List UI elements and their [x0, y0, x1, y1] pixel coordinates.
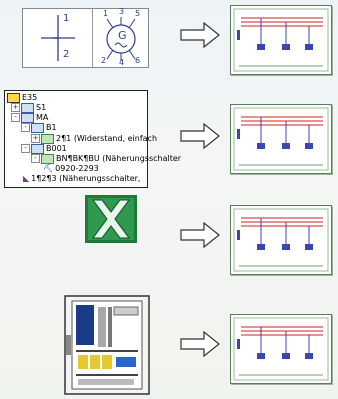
- schematic-thumbnail: [230, 205, 332, 275]
- generator-letter: G: [118, 29, 127, 42]
- component-icon: [41, 153, 54, 164]
- tree-item-label: S1: [36, 103, 47, 112]
- tree-item-label: BN¶BK¶BU (Näherungsschalter: [56, 154, 182, 163]
- collapse-icon[interactable]: -: [21, 123, 30, 132]
- collapse-icon[interactable]: -: [21, 144, 30, 153]
- switch-pin-bottom: 2: [63, 49, 70, 60]
- tree-item-label: 2¶1 (Widerstand, einfach: [56, 134, 158, 143]
- part-icon: ⛏: [43, 164, 54, 173]
- gen-pin: 1: [103, 9, 109, 18]
- tree-item[interactable]: ⛏0920-2293: [43, 163, 99, 175]
- folder-icon: [21, 112, 34, 123]
- folder-icon: [21, 102, 34, 113]
- project-tree[interactable]: E35 +S1 -MA -B1 +2¶1 (Widerstand, einfac…: [4, 90, 181, 188]
- arrow-right-icon: [180, 122, 220, 150]
- tree-item[interactable]: - B001: [21, 143, 67, 155]
- switch-pin-top: 1: [63, 13, 70, 24]
- arrow-right-icon: [180, 221, 220, 249]
- symbol-icon: ◣: [23, 174, 30, 183]
- tree-item[interactable]: ◣1¶2¶3 (Näherungsschalter,: [23, 173, 140, 185]
- generator-symbol: [106, 17, 136, 61]
- gen-pin: 3: [119, 7, 125, 16]
- expand-icon[interactable]: +: [11, 103, 20, 112]
- arrow-right-icon: [180, 330, 220, 358]
- tree-item[interactable]: - BN¶BK¶BU (Näherungsschalter: [31, 153, 181, 165]
- gen-pin: 2: [101, 56, 107, 65]
- schematic-thumbnail: [230, 5, 332, 75]
- tree-item-label: 0920-2293: [55, 164, 99, 173]
- root-icon: [7, 92, 20, 103]
- tree-item-label: B001: [46, 144, 67, 153]
- device-icon: [31, 143, 44, 154]
- symbol-divider: [92, 9, 93, 67]
- schematic-thumbnail: [230, 104, 332, 174]
- tree-item[interactable]: - B1: [21, 122, 57, 134]
- device-icon: [31, 122, 44, 133]
- cabinet-drawing: [64, 295, 150, 395]
- tree-item-root[interactable]: E35: [7, 92, 37, 104]
- tree-item[interactable]: + S1: [11, 102, 46, 114]
- excel-icon: [85, 195, 137, 243]
- tree-item-label: MA: [36, 113, 49, 122]
- gen-pin: 5: [135, 9, 141, 18]
- tree-item[interactable]: - MA: [11, 112, 48, 124]
- tree-item-label: E35: [22, 93, 38, 102]
- symbol-panel: 1 2 G 1 3 5 2 4 6: [22, 7, 149, 68]
- schematic-thumbnail: [230, 314, 332, 384]
- arrow-right-icon: [180, 21, 220, 49]
- tree-item-label: B1: [46, 123, 57, 132]
- component-icon: [41, 133, 54, 144]
- collapse-icon[interactable]: -: [31, 154, 40, 163]
- tree-item[interactable]: +2¶1 (Widerstand, einfach: [31, 133, 157, 145]
- collapse-icon[interactable]: -: [11, 113, 20, 122]
- gen-pin: 6: [135, 56, 141, 65]
- expand-icon[interactable]: +: [31, 134, 40, 143]
- gen-pin: 4: [119, 58, 125, 67]
- switch-symbol: [41, 15, 75, 61]
- tree-item-label: 1¶2¶3 (Näherungsschalter,: [31, 174, 141, 183]
